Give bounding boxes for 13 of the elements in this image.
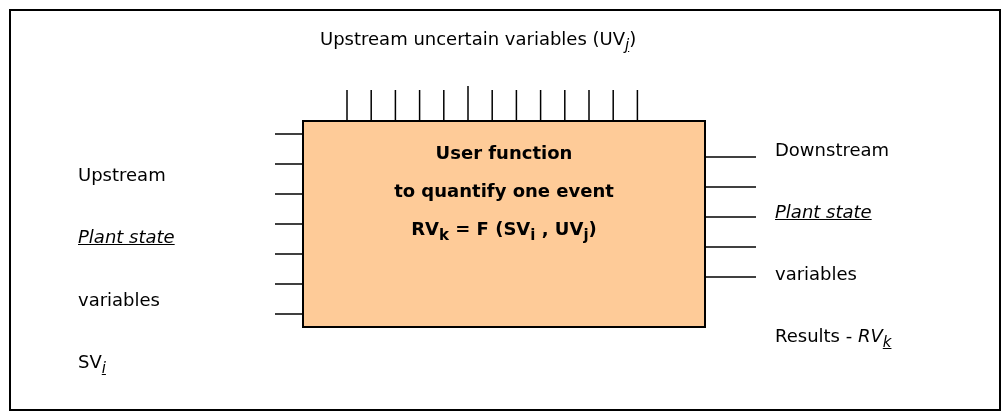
heading-label: Upstream uncertain variables (UV$_{j}$) xyxy=(320,28,637,54)
box-text: to quantify one event xyxy=(393,180,615,201)
box-text: User function xyxy=(434,142,574,163)
side-label: Plant state xyxy=(775,201,872,222)
side-label: variables xyxy=(775,263,857,284)
side-label: Downstream xyxy=(775,139,890,160)
side-label: Plant state xyxy=(78,226,175,247)
function-box xyxy=(302,120,706,328)
side-label: SV$_{i}$ xyxy=(78,351,106,377)
box-text: RV$_{k}$ = F (SV$_{i}$ , UV$_{j}$) xyxy=(410,218,598,244)
side-label: Upstream xyxy=(78,164,166,185)
side-label: variables xyxy=(78,289,160,310)
side-label: Results - RV$_{k}$ xyxy=(775,325,892,351)
